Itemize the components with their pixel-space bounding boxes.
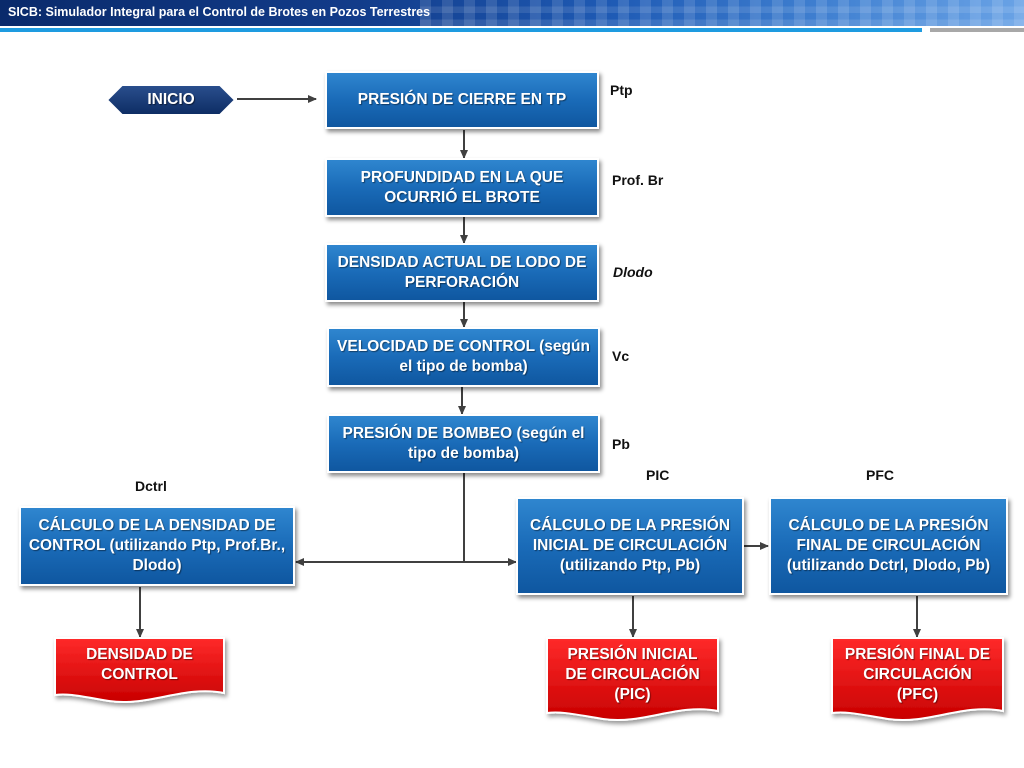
calc-dctrl-box: CÁLCULO DE LA DENSIDAD DE CONTROL (utili… [19,506,295,586]
result-pfc-label: PRESIÓN FINAL DE CIRCULACIÓN (PFC) [844,646,991,703]
calc-pic-box: CÁLCULO DE LA PRESIÓN INICIAL DE CIRCULA… [516,497,744,595]
result-pic-shape [546,637,719,721]
var-profbr: Prof. Br [612,172,664,188]
step-pb-box: PRESIÓN DE BOMBEO (según el tipo de bomb… [327,414,600,473]
var-pfc: PFC [866,467,894,483]
header-bar: SICB: Simulador Integral para el Control… [0,0,1024,26]
header-gray-line [930,28,1024,32]
var-pb: Pb [612,436,630,452]
step-vc-label: VELOCIDAD DE CONTROL (según el tipo de b… [337,338,590,375]
step-ptp-label: PRESIÓN DE CIERRE EN TP [357,91,567,108]
calc-pfc-label: CÁLCULO DE LA PRESIÓN FINAL DE CIRCULACI… [786,517,991,574]
calc-pic-label: CÁLCULO DE LA PRESIÓN INICIAL DE CIRCULA… [529,517,731,574]
var-dlodo: Dlodo [613,264,653,280]
calc-pfc-box: CÁLCULO DE LA PRESIÓN FINAL DE CIRCULACI… [769,497,1008,595]
step-profbr-label: PROFUNDIDAD EN LA QUE OCURRIÓ EL BROTE [360,168,564,206]
header-accent-line [0,28,922,32]
step-profbr-box: PROFUNDIDAD EN LA QUE OCURRIÓ EL BROTE [325,158,599,217]
calc-dctrl-label: CÁLCULO DE LA DENSIDAD DE CONTROL (utili… [28,517,286,574]
step-ptp-box: PRESIÓN DE CIERRE EN TP [325,71,599,129]
step-dlodo-label: DENSIDAD ACTUAL DE LODO DE PERFORACIÓN [337,253,587,291]
step-dlodo-box: DENSIDAD ACTUAL DE LODO DE PERFORACIÓN [325,243,599,302]
header-pattern [420,0,1024,26]
step-pb-label: PRESIÓN DE BOMBEO (según el tipo de bomb… [342,424,585,462]
step-vc-box: VELOCIDAD DE CONTROL (según el tipo de b… [327,327,600,387]
var-vc: Vc [612,348,630,364]
result-pfc-shape [831,637,1004,721]
start-label: INICIO [147,91,195,108]
var-ptp: Ptp [610,82,633,98]
result-pfc-doc: PRESIÓN FINAL DE CIRCULACIÓN (PFC) [831,637,1004,723]
result-dctrl-doc: DENSIDAD DE CONTROL [54,637,225,703]
result-pic-doc: PRESIÓN INICIAL DE CIRCULACIÓN (PIC) [546,637,719,723]
result-dctrl-shape [54,637,225,703]
result-dctrl-label: DENSIDAD DE CONTROL [86,646,193,683]
header-title: SICB: Simulador Integral para el Control… [8,5,431,19]
start-hexagon-shape [106,84,236,116]
start-node: INICIO [106,84,236,116]
var-pic: PIC [646,467,670,483]
var-dctrl: Dctrl [135,478,167,494]
result-pic-label: PRESIÓN INICIAL DE CIRCULACIÓN (PIC) [565,646,700,703]
